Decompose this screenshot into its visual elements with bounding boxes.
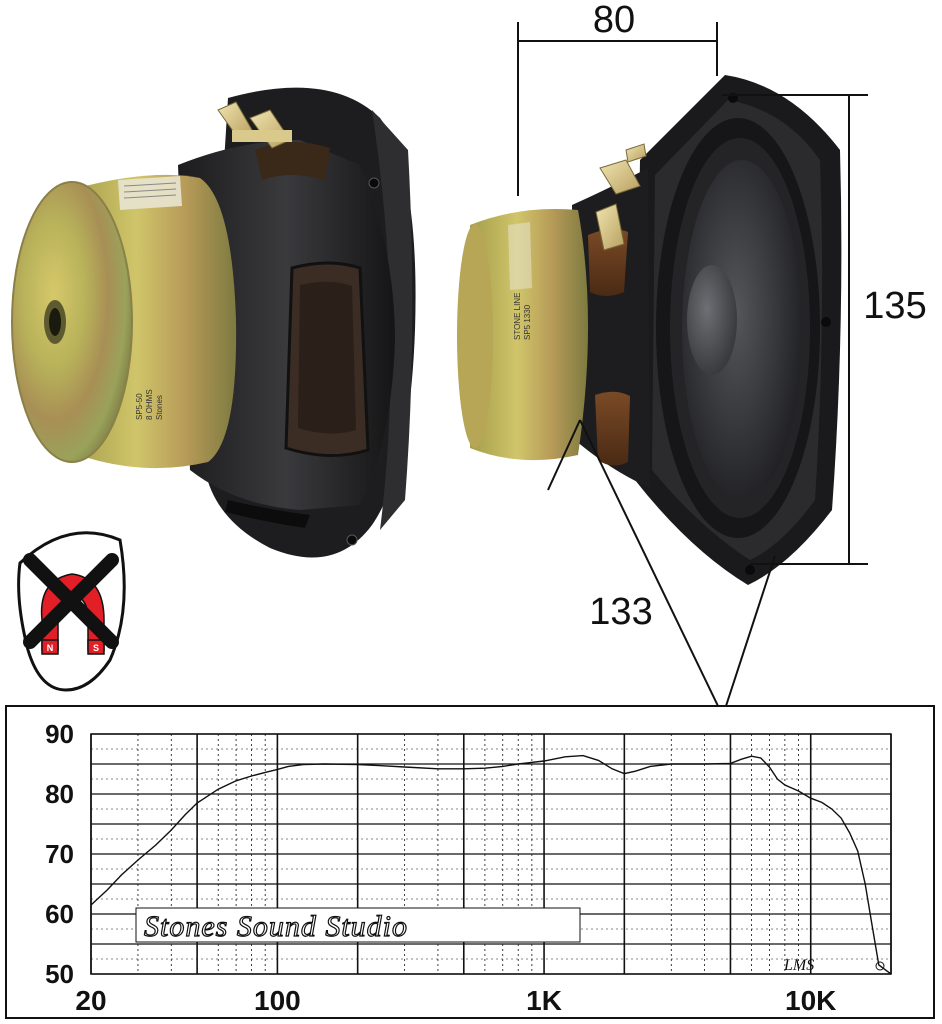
speaker-rear-photo: SP5-50 8 OHMS Stones xyxy=(11,87,416,558)
speaker-cone xyxy=(682,160,802,500)
mount-hole xyxy=(368,177,380,189)
magnet-label-line: SP5 1330 xyxy=(523,304,532,340)
annotation-text: Stones Sound Studio xyxy=(144,910,408,943)
chart-annotation: Stones Sound Studio xyxy=(135,907,581,944)
x-tick-label: 1K xyxy=(526,985,562,1016)
magnet-label-line: Stones xyxy=(155,395,164,420)
y-tick-label: 50 xyxy=(45,959,74,989)
dimension-height: 135 xyxy=(863,285,926,327)
voice-coil xyxy=(595,391,630,466)
magnet-label-line: SP5-50 xyxy=(135,393,144,420)
y-tick-label: 60 xyxy=(45,899,74,929)
dimension-annotations xyxy=(517,22,868,707)
magnet-label: SP5-50 8 OHMS Stones xyxy=(135,389,164,420)
magnet-face xyxy=(457,224,493,448)
y-tick-labels: 90 80 70 60 50 xyxy=(45,719,74,989)
magnet-label-line: 8 OHMS xyxy=(145,389,154,420)
terminal-lug xyxy=(599,159,641,195)
y-tick-label: 70 xyxy=(45,839,74,869)
badge-north-label: N xyxy=(47,643,54,653)
x-tick-labels: 20 100 1K 10K xyxy=(75,985,836,1016)
no-magnet-icon: N S xyxy=(17,531,126,692)
mount-hole xyxy=(821,317,831,327)
magnet-label: STONE LINE SP5 1330 xyxy=(513,293,532,340)
mount-hole xyxy=(346,534,358,546)
lms-logo-text: LMS xyxy=(783,957,814,974)
magnet-face xyxy=(12,182,132,462)
mount-hole xyxy=(745,565,755,575)
lms-logo: LMS xyxy=(783,957,885,974)
magnet-label-line: STONE LINE xyxy=(513,293,522,340)
x-tick-label: 100 xyxy=(254,985,301,1016)
dimension-width: 133 xyxy=(589,591,652,633)
y-tick-label: 80 xyxy=(45,779,74,809)
x-tick-label: 20 xyxy=(75,985,106,1016)
magnet-side xyxy=(470,209,588,461)
x-tick-label: 10K xyxy=(785,985,836,1016)
series-line xyxy=(90,754,892,975)
y-tick-label: 90 xyxy=(45,719,74,749)
frequency-response-chart: 90 80 70 60 50 20 100 1K 10K Stones Sound Studi… xyxy=(5,705,935,1019)
badge-south-label: S xyxy=(93,643,99,653)
dust-cap xyxy=(687,265,737,375)
terminal-lug xyxy=(595,203,625,251)
dimension-depth: 80 xyxy=(593,0,635,41)
speaker-front-photo: STONE LINE SP5 1330 xyxy=(457,75,842,585)
